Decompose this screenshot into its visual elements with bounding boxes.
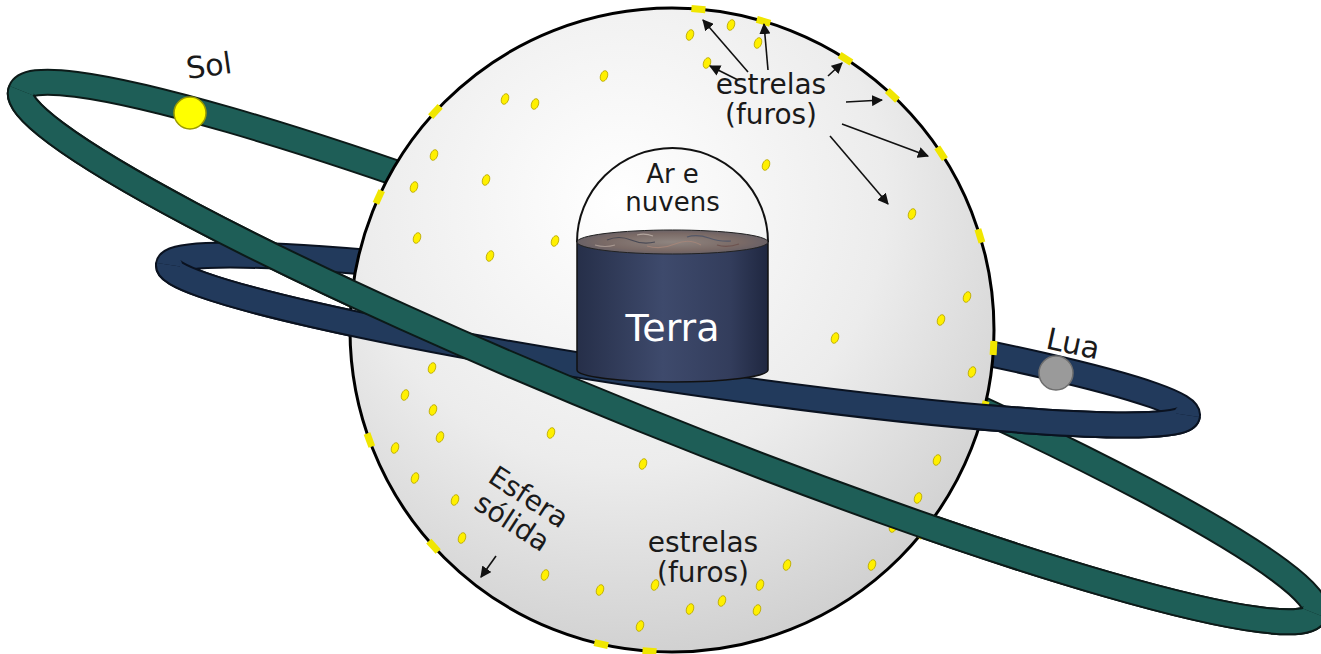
rim-hole	[990, 341, 998, 355]
rim-hole	[373, 189, 385, 205]
rim-hole	[428, 104, 443, 119]
star-hole	[457, 532, 467, 545]
stars-label: estrelas (furos)	[698, 70, 844, 130]
star-hole	[755, 579, 765, 592]
air-label: Ar e nuvens	[603, 160, 743, 216]
stars-label: estrelas (furos)	[630, 528, 776, 588]
star-hole	[685, 29, 695, 42]
star-hole	[530, 98, 540, 111]
rim-hole	[934, 145, 948, 161]
star-hole	[595, 584, 605, 597]
rim-hole	[594, 639, 609, 649]
sphere-label: Esfera sólida	[455, 453, 585, 567]
rim-hole	[975, 228, 986, 243]
star-hole	[400, 389, 410, 402]
star-hole	[450, 494, 460, 507]
earth-label: Terra	[583, 308, 763, 349]
star-hole	[962, 291, 972, 304]
star-hole	[635, 620, 645, 633]
rim-hole	[838, 52, 854, 65]
star-hole	[702, 57, 712, 70]
star-hole	[599, 70, 609, 83]
star-hole	[830, 332, 840, 345]
rim-hole	[426, 539, 441, 554]
star-hole	[638, 458, 648, 471]
rim-hole	[691, 5, 706, 13]
moon-disc	[1039, 356, 1073, 390]
star-hole	[550, 235, 560, 248]
star-hole	[867, 559, 877, 572]
star-hole	[485, 250, 495, 263]
star-hole	[782, 559, 792, 572]
star-hole	[967, 366, 977, 379]
star-hole	[546, 427, 556, 440]
star-hole	[410, 472, 420, 485]
star-hole	[685, 603, 695, 616]
star-hole	[540, 569, 550, 582]
star-hole	[428, 404, 438, 417]
sun-label: Sol	[162, 44, 256, 89]
star-hole	[913, 492, 923, 505]
star-hole	[753, 37, 763, 50]
star-hole	[429, 149, 439, 162]
sun-disc	[174, 97, 206, 129]
moon-label: Lua	[1026, 319, 1121, 369]
star-hole	[907, 208, 917, 221]
star-hole	[500, 93, 510, 106]
earth-cylinder: Terra	[577, 230, 768, 386]
star-hole	[435, 431, 445, 444]
star-hole	[936, 314, 946, 327]
rim-hole	[885, 88, 900, 103]
star-hole	[481, 174, 491, 187]
rim-hole	[642, 647, 656, 654]
star-hole	[717, 595, 727, 608]
star-hole	[412, 232, 422, 245]
star-hole	[427, 362, 437, 375]
star-hole	[761, 159, 771, 172]
sun-orbit-front	[0, 91, 1315, 654]
air-dome: Ar e nuvens	[577, 148, 768, 242]
star-holes	[390, 19, 977, 633]
star-hole	[409, 181, 419, 194]
star-hole	[932, 454, 942, 467]
star-hole	[726, 19, 736, 32]
star-hole	[752, 604, 762, 617]
star-hole	[390, 442, 400, 455]
rim-hole	[364, 432, 375, 448]
